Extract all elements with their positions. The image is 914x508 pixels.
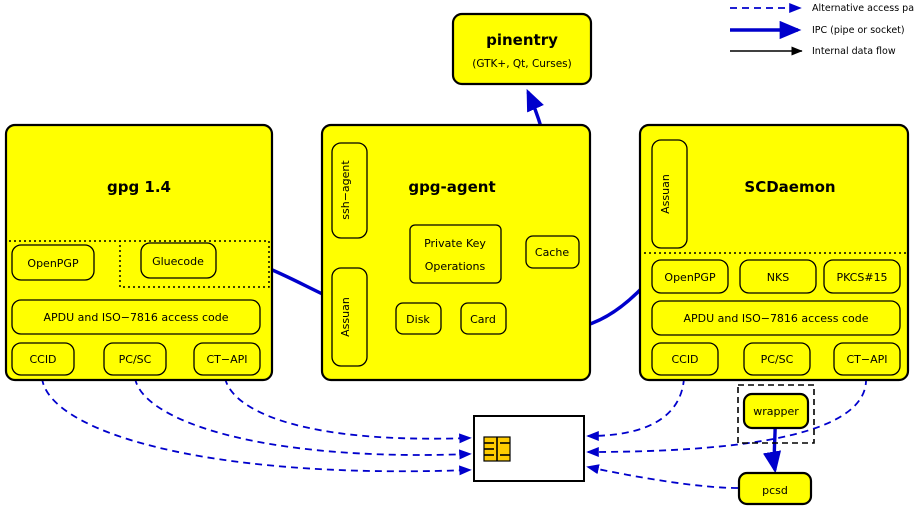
node-gpg-gluecode[interactable]: Gluecode	[140, 242, 217, 279]
gpg-apdu-label: APDU and ISO−7816 access code	[43, 311, 228, 324]
gpg-openpgp-label: OpenPGP	[27, 257, 79, 270]
node-pinentry[interactable]: pinentry (GTK+, Qt, Curses)	[451, 12, 593, 86]
agent-ssh-agent-label: ssh−agent	[339, 160, 352, 220]
node-scd-apdu[interactable]: APDU and ISO−7816 access code	[651, 300, 901, 336]
node-gpg-driver-pcsc[interactable]: PC/SC	[103, 342, 167, 376]
node-scd-app-nks[interactable]: NKS	[739, 259, 817, 294]
node-agent-disk[interactable]: Disk	[395, 302, 442, 335]
legend: Alternative access paths IPC (pipe or so…	[812, 3, 914, 57]
legend-label-1: IPC (pipe or socket)	[812, 25, 905, 36]
node-gpg[interactable]: gpg 1.4 OpenPGP Gluecode APDU and ISO−78…	[4, 123, 274, 382]
scd-driver-label-2: CT−API	[846, 353, 887, 366]
wrapper-label: wrapper	[753, 405, 799, 418]
gpg-gluecode-label: Gluecode	[152, 255, 204, 268]
agent-pko-line2: Operations	[425, 260, 486, 273]
node-scd-driver-pcsc[interactable]: PC/SC	[743, 342, 811, 376]
scd-app-label-2: PKCS#15	[836, 271, 887, 284]
pinentry-subtitle: (GTK+, Qt, Curses)	[472, 58, 572, 70]
agent-card-label: Card	[470, 313, 496, 326]
gpg-openpgp-region-outline	[9, 240, 270, 288]
scd-apdu-label: APDU and ISO−7816 access code	[683, 312, 868, 325]
node-agent-private-key-operations[interactable]: Private Key Operations	[409, 224, 502, 284]
node-wrapper[interactable]: wrapper	[742, 392, 810, 430]
legend-label-2: Internal data flow	[812, 46, 896, 57]
legend-label-0: Alternative access paths	[812, 3, 914, 14]
node-agent-assuan[interactable]: Assuan	[331, 267, 368, 367]
pcsd-label: pcsd	[762, 484, 788, 497]
scd-driver-label-0: CCID	[671, 353, 698, 366]
node-smartcard[interactable]	[473, 415, 585, 482]
node-gpg-openpgp[interactable]: OpenPGP	[11, 244, 95, 281]
node-scdaemon[interactable]: SCDaemon Assuan OpenPGP NKS PKCS#15 APDU	[638, 123, 910, 382]
node-scd-driver-ctapi[interactable]: CT−API	[833, 342, 901, 376]
gpg-agent-title: gpg-agent	[408, 178, 495, 196]
node-gpg-apdu[interactable]: APDU and ISO−7816 access code	[11, 299, 261, 335]
node-scd-driver-ccid[interactable]: CCID	[651, 342, 719, 376]
node-agent-ssh-agent[interactable]: ssh−agent	[331, 142, 368, 239]
scd-app-label-1: NKS	[767, 271, 789, 284]
node-gpg-driver-ctapi[interactable]: CT−API	[193, 342, 261, 376]
node-scd-app-openpgp[interactable]: OpenPGP	[651, 259, 729, 294]
gpg-title: gpg 1.4	[107, 178, 171, 196]
node-agent-card[interactable]: Card	[460, 302, 507, 335]
node-scd-app-pkcs15[interactable]: PKCS#15	[823, 259, 901, 294]
node-gpg-driver-ccid[interactable]: CCID	[11, 342, 75, 376]
gpg-driver-label-2: CT−API	[206, 353, 247, 366]
scd-driver-label-1: PC/SC	[761, 353, 794, 366]
node-scd-assuan[interactable]: Assuan	[651, 139, 688, 249]
pinentry-title: pinentry	[486, 31, 558, 49]
agent-cache-label: Cache	[535, 246, 569, 259]
agent-assuan-label: Assuan	[339, 297, 352, 337]
agent-disk-label: Disk	[406, 313, 430, 326]
agent-pko-line1: Private Key	[424, 237, 486, 250]
node-pcsd[interactable]: pcsd	[737, 471, 813, 506]
scd-app-label-0: OpenPGP	[664, 271, 716, 284]
scdaemon-title: SCDaemon	[744, 178, 835, 196]
node-gpg-agent[interactable]: gpg-agent ssh−agent Assuan Private Key O…	[320, 123, 592, 382]
gpg-driver-label-1: PC/SC	[119, 353, 152, 366]
gpg-driver-label-0: CCID	[29, 353, 56, 366]
smartcard-chip-icon	[483, 436, 511, 462]
scd-assuan-label: Assuan	[659, 174, 672, 214]
node-agent-cache[interactable]: Cache	[525, 235, 580, 269]
